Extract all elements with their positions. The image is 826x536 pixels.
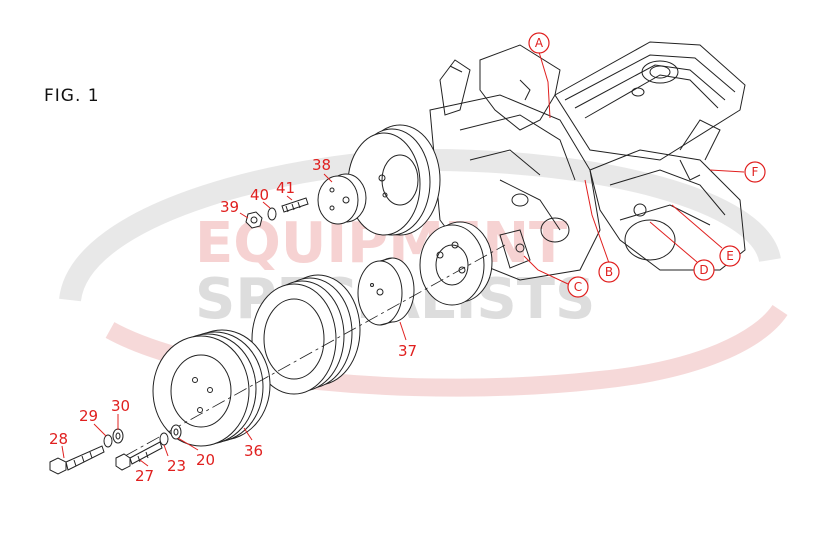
callout-39: 39 bbox=[220, 198, 239, 216]
callout-38: 38 bbox=[312, 156, 331, 174]
part-leaders bbox=[61, 173, 407, 467]
callout-F: F bbox=[744, 161, 766, 183]
svg-text:B: B bbox=[605, 265, 613, 279]
letter-callouts: A B C D E F bbox=[528, 32, 766, 298]
crank-damper bbox=[419, 221, 493, 306]
part-39-41-fasteners bbox=[245, 197, 309, 229]
svg-text:C: C bbox=[574, 280, 582, 294]
svg-text:F: F bbox=[752, 165, 759, 179]
letter-leaders bbox=[523, 51, 745, 285]
part-37-spacer bbox=[357, 257, 415, 326]
part-36-pulley bbox=[152, 329, 271, 447]
figure-label: FIG. 1 bbox=[44, 86, 100, 106]
callout-28: 28 bbox=[49, 430, 68, 448]
engine-block bbox=[429, 41, 746, 281]
callout-B: B bbox=[598, 261, 620, 283]
part-30-washer bbox=[112, 428, 124, 444]
part-20-washer bbox=[170, 424, 182, 440]
callout-20: 20 bbox=[196, 451, 215, 469]
part-29-washer bbox=[103, 434, 113, 448]
callout-37: 37 bbox=[398, 342, 417, 360]
belt-pulley-middle bbox=[251, 274, 361, 395]
centerline bbox=[124, 244, 506, 457]
part-38-hub bbox=[317, 173, 367, 225]
water-pump-pulley bbox=[347, 124, 441, 236]
callout-D: D bbox=[693, 259, 715, 281]
svg-text:E: E bbox=[726, 249, 734, 263]
callout-36: 36 bbox=[244, 442, 263, 460]
callout-E: E bbox=[719, 245, 741, 267]
callout-27: 27 bbox=[135, 467, 154, 485]
callout-30: 30 bbox=[111, 397, 130, 415]
callout-40: 40 bbox=[250, 186, 269, 204]
callout-41: 41 bbox=[276, 179, 295, 197]
part-23-washer bbox=[159, 432, 169, 446]
svg-text:D: D bbox=[699, 263, 708, 277]
part-numbers: 38 39 40 41 37 36 28 29 30 27 23 20 bbox=[49, 156, 417, 485]
callout-C: C bbox=[567, 276, 589, 298]
callout-29: 29 bbox=[79, 407, 98, 425]
part-27-bolt bbox=[115, 441, 163, 471]
part-28-bolt bbox=[49, 445, 105, 475]
svg-text:A: A bbox=[535, 36, 544, 50]
callout-23: 23 bbox=[167, 457, 186, 475]
callout-A: A bbox=[528, 32, 550, 54]
